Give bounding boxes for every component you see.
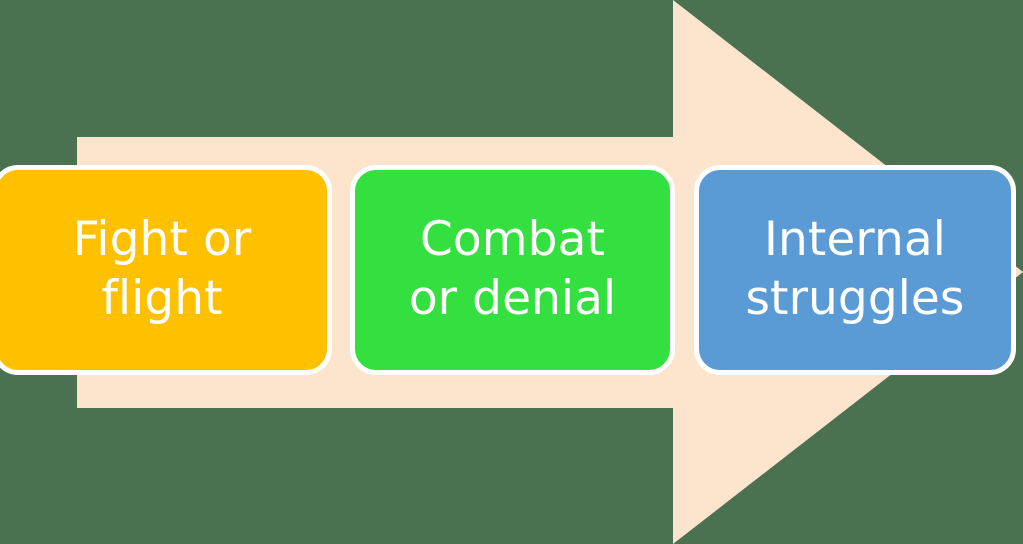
process-step-combat-or-denial[interactable]: Combat or denial (350, 165, 675, 375)
process-step-label: Fight or flight (72, 212, 252, 326)
process-step-label: Internal struggles (745, 212, 965, 326)
process-step-label: Combat or denial (408, 212, 617, 326)
process-step-internal-struggles[interactable]: Internal struggles (694, 165, 1016, 375)
process-step-fight-or-flight[interactable]: Fight or flight (0, 165, 332, 375)
